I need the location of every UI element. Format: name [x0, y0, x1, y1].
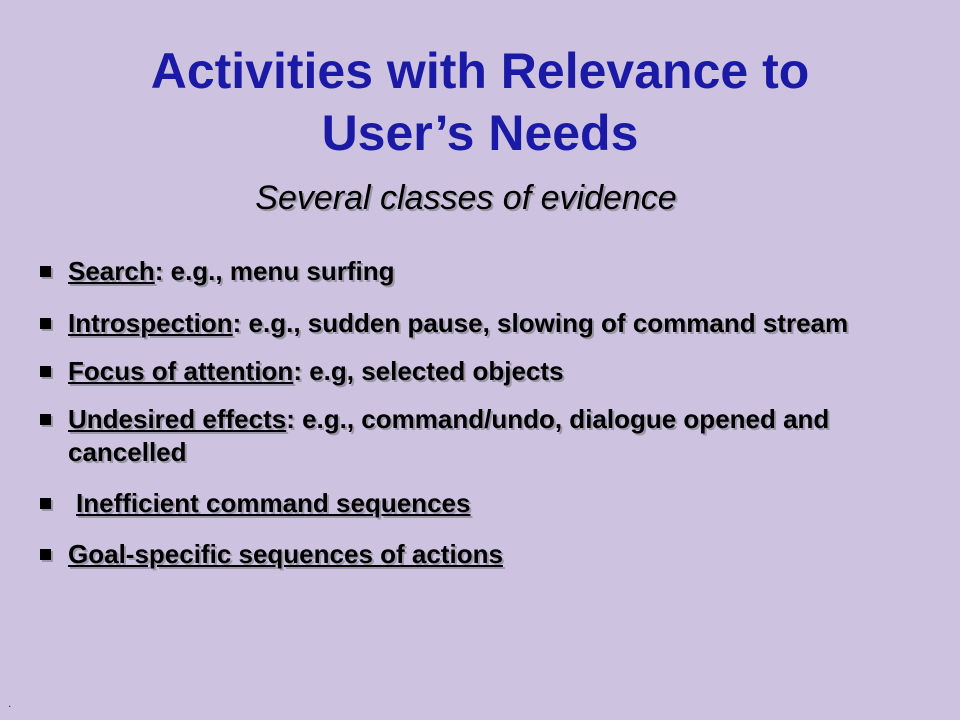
- list-item: Introspection: e.g., sudden pause, slowi…: [40, 307, 940, 340]
- bullet-term: Focus of attention: [68, 356, 294, 386]
- bullet-term: Undesired effects: [68, 404, 287, 434]
- slide-subtitle: Several classes of evidence: [255, 179, 677, 217]
- bullet-term: Inefficient command sequences: [76, 488, 471, 518]
- slide-title: Activities with Relevance to User’s Need…: [0, 40, 960, 164]
- list-item: Undesired effects: e.g., command/undo, d…: [40, 403, 940, 469]
- bullet-term: Search: [68, 256, 155, 286]
- square-bullet-icon: [40, 498, 51, 509]
- bullet-term: Goal-specific sequences of actions: [68, 539, 503, 569]
- list-item: Goal-specific sequences of actions: [40, 538, 940, 571]
- bullet-text: : e.g., command/undo, dialogue opened an…: [68, 404, 830, 467]
- slide-title-line-2: User’s Needs: [321, 105, 639, 161]
- square-bullet-icon: [40, 414, 51, 425]
- list-item: Inefficient command sequences: [40, 487, 940, 520]
- bullet-term: Introspection: [68, 308, 233, 338]
- square-bullet-icon: [40, 549, 51, 560]
- list-item: Search: e.g., menu surfing: [40, 255, 940, 288]
- square-bullet-icon: [40, 266, 51, 277]
- bullet-text: : e.g., menu surfing: [154, 256, 395, 286]
- footer-mark: .: [8, 696, 12, 710]
- bullet-text: : e.g, selected objects: [293, 356, 564, 386]
- square-bullet-icon: [40, 318, 51, 329]
- slide-title-line-1: Activities with Relevance to: [150, 43, 810, 99]
- square-bullet-icon: [40, 366, 51, 377]
- list-item: Focus of attention: e.g, selected object…: [40, 355, 940, 388]
- bullet-text: : e.g., sudden pause, slowing of command…: [232, 308, 849, 338]
- evidence-list: Search: e.g., menu surfing Introspection…: [40, 255, 940, 571]
